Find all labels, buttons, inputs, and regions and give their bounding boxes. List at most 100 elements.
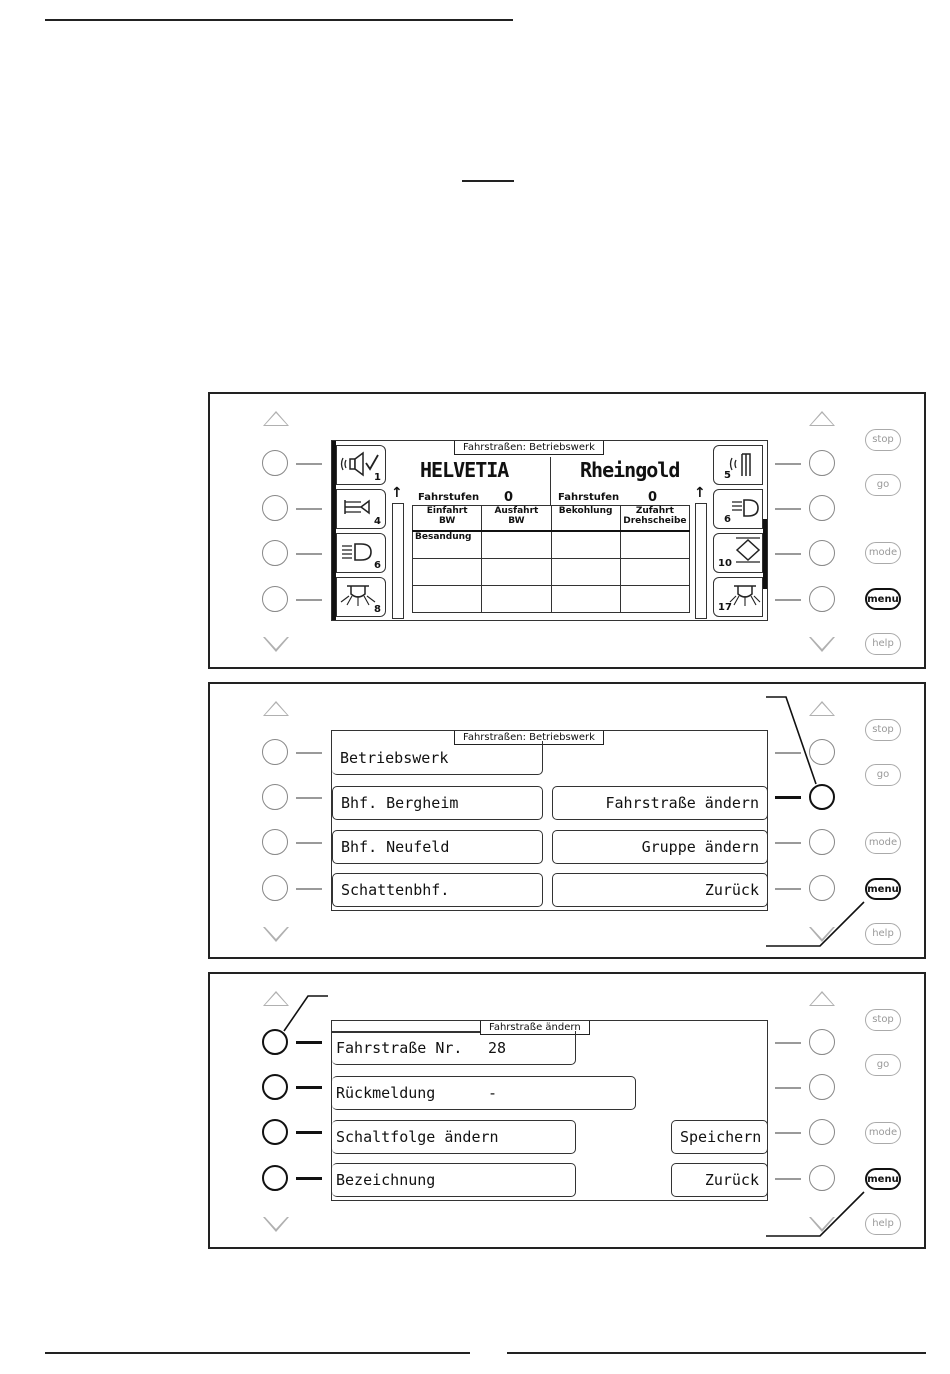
function-button-8[interactable]: 8 xyxy=(336,577,386,617)
function-button-6[interactable]: 6 xyxy=(336,533,386,573)
go-button[interactable]: go xyxy=(865,474,901,496)
left-softkey-3[interactable] xyxy=(262,1119,288,1145)
left-lead-1 xyxy=(296,752,322,754)
mode-button[interactable]: mode xyxy=(865,1122,901,1144)
scroll-up-left-icon[interactable] xyxy=(263,411,289,426)
function-button-5[interactable]: 5 xyxy=(713,445,763,485)
left-softkey-2[interactable] xyxy=(262,784,288,810)
left-softkey-4[interactable] xyxy=(262,1165,288,1191)
function-button-6-right[interactable]: 6 xyxy=(713,489,763,529)
table-cell[interactable] xyxy=(550,585,621,613)
left-lead-1 xyxy=(296,1041,322,1044)
right-softkey-1[interactable] xyxy=(809,739,835,765)
right-softkey-2[interactable] xyxy=(809,1074,835,1100)
edit-route-button[interactable]: Fahrstraße ändern xyxy=(552,786,768,820)
left-lead-1 xyxy=(296,463,322,465)
back-button[interactable]: Zurück xyxy=(552,873,768,907)
help-button[interactable]: help xyxy=(865,1213,901,1235)
back-button[interactable]: Zurück xyxy=(671,1163,768,1197)
scroll-up-left-icon[interactable] xyxy=(263,991,289,1006)
scroll-up-right-icon[interactable] xyxy=(809,411,835,426)
function-button-17[interactable]: 17 xyxy=(713,577,763,617)
table-cell[interactable] xyxy=(411,558,483,586)
left-softkey-1[interactable] xyxy=(262,739,288,765)
right-softkey-1[interactable] xyxy=(809,450,835,476)
right-lead-1 xyxy=(775,752,801,754)
right-softkey-4[interactable] xyxy=(809,875,835,901)
right-softkey-2[interactable] xyxy=(809,495,835,521)
right-softkey-3[interactable] xyxy=(809,829,835,855)
table-cell[interactable] xyxy=(619,530,691,559)
table-cell[interactable] xyxy=(411,585,483,613)
loco-name-left: HELVETIA xyxy=(420,458,509,482)
table-row[interactable] xyxy=(411,558,691,586)
table-cell[interactable]: Besandung xyxy=(411,530,483,559)
go-button[interactable]: go xyxy=(865,1054,901,1076)
scroll-down-left-icon[interactable] xyxy=(263,927,289,942)
left-softkey-2[interactable] xyxy=(262,495,288,521)
scroll-down-right-icon[interactable] xyxy=(809,1217,835,1232)
scroll-up-left-icon[interactable] xyxy=(263,701,289,716)
table-cell[interactable] xyxy=(619,585,691,613)
right-softkey-1[interactable] xyxy=(809,1029,835,1055)
function-button-1[interactable]: 1 xyxy=(336,445,386,485)
menu-button[interactable]: menu xyxy=(865,588,901,610)
mode-button[interactable]: mode xyxy=(865,542,901,564)
right-softkey-3[interactable] xyxy=(809,1119,835,1145)
screen-title: Fahrstraßen: Betriebswerk xyxy=(454,731,604,745)
right-softkey-2[interactable] xyxy=(809,784,835,810)
stop-button[interactable]: stop xyxy=(865,719,901,741)
stop-button[interactable]: stop xyxy=(865,1009,901,1031)
horn-icon xyxy=(344,499,370,515)
help-button[interactable]: help xyxy=(865,633,901,655)
table-cell[interactable] xyxy=(550,530,621,559)
table-cell[interactable] xyxy=(481,530,552,559)
left-softkey-1[interactable] xyxy=(262,1029,288,1055)
scroll-down-left-icon[interactable] xyxy=(263,637,289,652)
beacon-icon xyxy=(729,585,761,606)
scroll-up-right-icon[interactable] xyxy=(809,701,835,716)
headlight-icon xyxy=(732,499,759,517)
menu-button[interactable]: menu xyxy=(865,1168,901,1190)
menu-item-betriebswerk[interactable]: Betriebswerk xyxy=(332,741,543,775)
feedback-field[interactable]: Rückmeldung - xyxy=(332,1076,636,1110)
right-softkey-4[interactable] xyxy=(809,1165,835,1191)
menu-button[interactable]: menu xyxy=(865,878,901,900)
left-softkey-3[interactable] xyxy=(262,540,288,566)
headlight-icon xyxy=(342,543,372,561)
left-softkey-3[interactable] xyxy=(262,829,288,855)
left-softkey-4[interactable] xyxy=(262,875,288,901)
mode-button[interactable]: mode xyxy=(865,832,901,854)
table-cell[interactable] xyxy=(619,558,691,586)
function-button-10[interactable]: 10 xyxy=(713,533,763,573)
left-softkey-2[interactable] xyxy=(262,1074,288,1100)
stop-button[interactable]: stop xyxy=(865,429,901,451)
menu-item-schattenbahnhof[interactable]: Schattenbhf. xyxy=(332,873,543,907)
left-lead-2 xyxy=(296,508,322,510)
scroll-down-right-icon[interactable] xyxy=(809,637,835,652)
scroll-down-left-icon[interactable] xyxy=(263,1217,289,1232)
function-button-4[interactable]: 4 xyxy=(336,489,386,529)
table-row[interactable]: Besandung xyxy=(411,530,691,559)
right-lead-4 xyxy=(775,1178,801,1180)
route-number-field[interactable]: Fahrstraße Nr. 28 xyxy=(332,1031,576,1065)
help-button[interactable]: help xyxy=(865,923,901,945)
left-softkey-4[interactable] xyxy=(262,586,288,612)
table-row[interactable] xyxy=(411,585,691,613)
menu-item-bergheim[interactable]: Bhf. Bergheim xyxy=(332,786,543,820)
edit-group-button[interactable]: Gruppe ändern xyxy=(552,830,768,864)
save-button[interactable]: Speichern xyxy=(671,1120,768,1154)
menu-item-neufeld[interactable]: Bhf. Neufeld xyxy=(332,830,543,864)
go-button[interactable]: go xyxy=(865,764,901,786)
table-cell[interactable] xyxy=(481,558,552,586)
edit-switch-sequence-button[interactable]: Schaltfolge ändern xyxy=(332,1120,576,1154)
right-softkey-3[interactable] xyxy=(809,540,835,566)
speed-value-left: 0 xyxy=(504,490,514,505)
table-cell[interactable] xyxy=(550,558,621,586)
left-softkey-1[interactable] xyxy=(262,450,288,476)
name-field[interactable]: Bezeichnung xyxy=(332,1163,576,1197)
right-softkey-4[interactable] xyxy=(809,586,835,612)
table-cell[interactable] xyxy=(481,585,552,613)
scroll-up-right-icon[interactable] xyxy=(809,991,835,1006)
scroll-down-right-icon[interactable] xyxy=(809,927,835,942)
